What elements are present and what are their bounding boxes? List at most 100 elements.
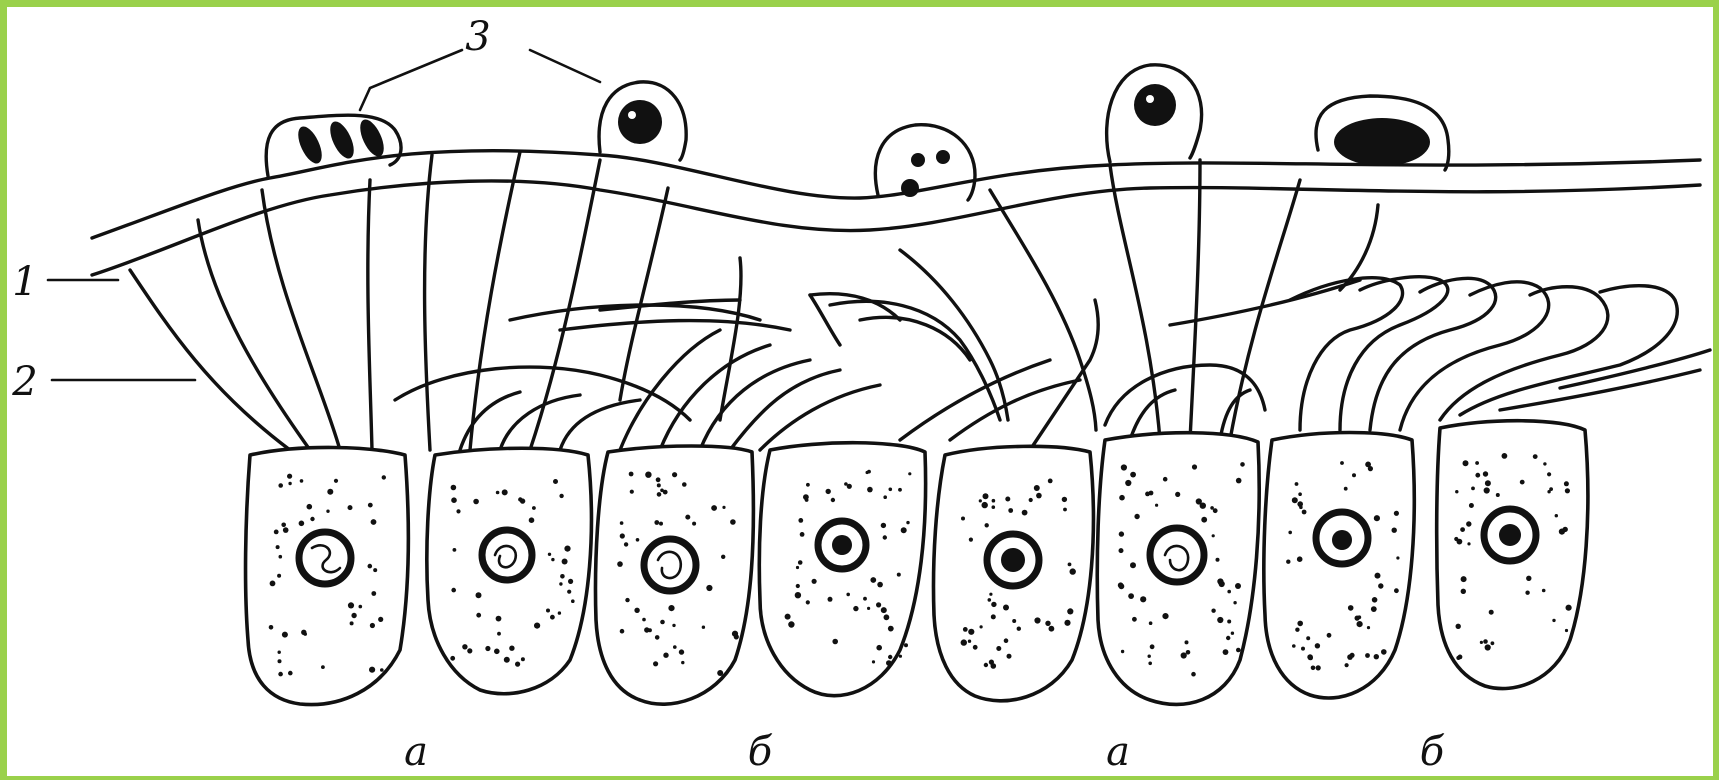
stipple-dot — [1456, 624, 1461, 629]
stipple-dot — [963, 627, 968, 632]
stipple-dot — [1491, 641, 1495, 645]
label-layer-1: 1 — [12, 259, 37, 305]
stipple-dot — [299, 521, 305, 527]
stipple-dot — [1063, 508, 1067, 512]
stipple-dot — [1485, 644, 1491, 650]
stipple-dot — [1192, 464, 1197, 469]
stipple-dot — [1374, 515, 1380, 521]
stipple-dot — [1145, 492, 1150, 497]
stipple-dot — [1288, 531, 1292, 535]
stipple-dot — [288, 482, 291, 485]
stipple-dot — [796, 584, 800, 588]
stipple-dot — [1496, 493, 1500, 497]
stipple-dot — [906, 521, 909, 524]
stipple-dot — [989, 593, 992, 596]
stipple-dot — [1564, 481, 1569, 486]
stipple-dot — [1348, 605, 1354, 611]
stipple-dot — [1295, 628, 1299, 632]
stipple-dot — [991, 614, 996, 619]
stipple-dot — [1484, 487, 1490, 493]
stipple-dot — [788, 621, 794, 627]
stipple-dot — [681, 661, 684, 664]
stipple-dot — [1119, 495, 1125, 501]
stipple-dot — [624, 542, 628, 546]
stipple-dot — [1375, 573, 1381, 579]
stipple-dot — [451, 588, 456, 593]
stipple-dot — [1005, 497, 1010, 502]
stipple-dot — [826, 489, 831, 494]
stipple-dot — [473, 499, 479, 505]
stipple-dot — [883, 495, 887, 499]
stipple-dot — [968, 629, 974, 635]
stipple-dot — [908, 472, 911, 475]
stipple-dot — [1456, 656, 1460, 660]
stipple-dot — [1150, 644, 1155, 649]
stipple-dot — [876, 602, 881, 607]
stipple-dot — [1017, 627, 1021, 631]
stipple-dot — [1461, 589, 1466, 594]
stipple-dot — [1211, 609, 1215, 613]
stipple-dot — [1371, 606, 1377, 612]
stipple-dot — [668, 605, 674, 611]
stipple-dot — [1378, 583, 1383, 588]
stipple-dot — [980, 625, 983, 628]
stipple-dot — [1345, 663, 1349, 667]
stipple-dot — [853, 606, 858, 611]
stipple-dot — [1543, 462, 1546, 465]
stipple-dot — [1128, 593, 1134, 599]
stipple-dot — [872, 660, 875, 663]
stipple-dot — [1119, 583, 1125, 589]
stipple-dot — [1062, 497, 1067, 502]
stipple-dot — [1396, 556, 1399, 559]
stipple-dot — [1308, 655, 1313, 660]
stipple-dot — [1311, 666, 1316, 671]
stipple-dot — [558, 611, 561, 614]
stipple-dot — [672, 624, 675, 627]
stipple-dot — [679, 649, 684, 654]
stipple-dot — [1140, 596, 1146, 602]
stipple-dot — [1130, 472, 1136, 478]
stipple-dot — [1200, 503, 1206, 509]
stipple-dot — [1132, 617, 1137, 622]
stipple-dot — [1357, 621, 1363, 627]
stipple-dot — [1394, 511, 1399, 516]
label-group-b-right: б — [1420, 729, 1445, 775]
stipple-dot — [1542, 589, 1546, 593]
stipple-dot — [1029, 498, 1033, 502]
stipple-dot — [672, 472, 677, 477]
stipple-dot — [711, 505, 717, 511]
stipple-dot — [812, 579, 817, 584]
stipple-dot — [310, 517, 314, 521]
stipple-dot — [378, 617, 383, 622]
stipple-dot — [877, 582, 883, 588]
stipple-dot — [451, 485, 457, 491]
stipple-dot — [369, 667, 375, 673]
stipple-dot — [450, 656, 455, 661]
statoconia-group — [266, 65, 1449, 200]
stipple-dot — [1533, 454, 1538, 459]
stipple-dot — [1355, 616, 1360, 621]
stipple-dot — [1004, 638, 1009, 643]
stipple-dot — [278, 651, 281, 654]
stipple-dot — [1236, 648, 1241, 653]
stipple-dot — [467, 648, 472, 653]
stipple-dot — [496, 616, 502, 622]
stipple-dot — [1316, 665, 1321, 670]
stipple-dot — [1049, 626, 1055, 632]
stipple-dot — [300, 479, 304, 483]
stipple-dot — [1231, 632, 1234, 635]
stipple-dot — [373, 568, 377, 572]
stipple-dot — [348, 505, 353, 510]
stipple-dot — [1233, 601, 1236, 604]
cilia-group — [130, 152, 1710, 450]
stipple-dot — [1483, 639, 1488, 644]
stipple-dot — [518, 497, 522, 501]
stipple-dot — [803, 494, 809, 500]
stipple-dot — [382, 475, 386, 479]
stipple-dot — [1148, 655, 1151, 658]
stipple-dot — [548, 553, 551, 556]
stipple-dot — [692, 522, 696, 526]
stipple-dot — [1119, 531, 1124, 536]
stipple-dot — [717, 670, 723, 676]
